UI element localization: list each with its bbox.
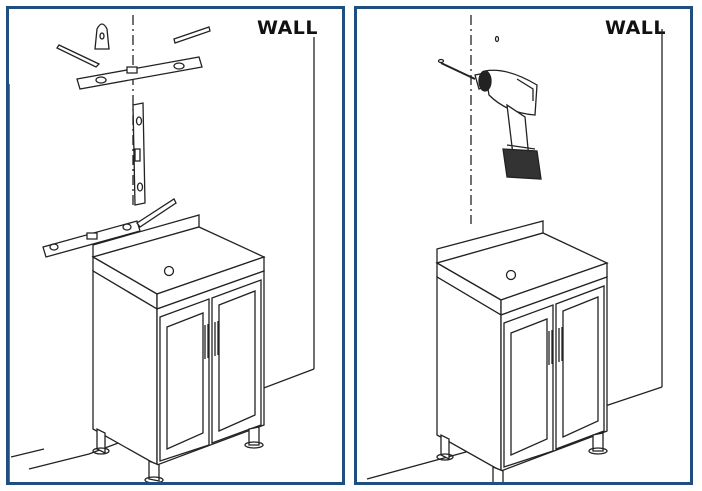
cabinet	[437, 221, 607, 482]
wall-label: WALL	[604, 17, 666, 39]
pencil-icon-right	[174, 27, 210, 43]
cabinet	[93, 215, 264, 482]
illustration-drill-holes	[357, 9, 690, 482]
wall-label: WALL	[256, 17, 318, 39]
panel-level-marking: WALL	[6, 6, 345, 485]
bracket-icon	[95, 24, 109, 49]
drill-icon	[441, 63, 541, 179]
pencil-icon	[57, 45, 99, 67]
pilot-hole	[496, 37, 499, 42]
pilot-hole	[439, 60, 444, 63]
level-vertical-icon	[133, 103, 145, 205]
level-top-icon	[77, 57, 202, 89]
sink-hole	[165, 267, 174, 276]
sink-hole	[507, 271, 516, 280]
floor-line-lower	[11, 449, 44, 457]
illustration-level-marking	[9, 9, 342, 482]
panel-drill-holes: WALL	[354, 6, 693, 485]
level-bottom-icon	[43, 199, 176, 257]
